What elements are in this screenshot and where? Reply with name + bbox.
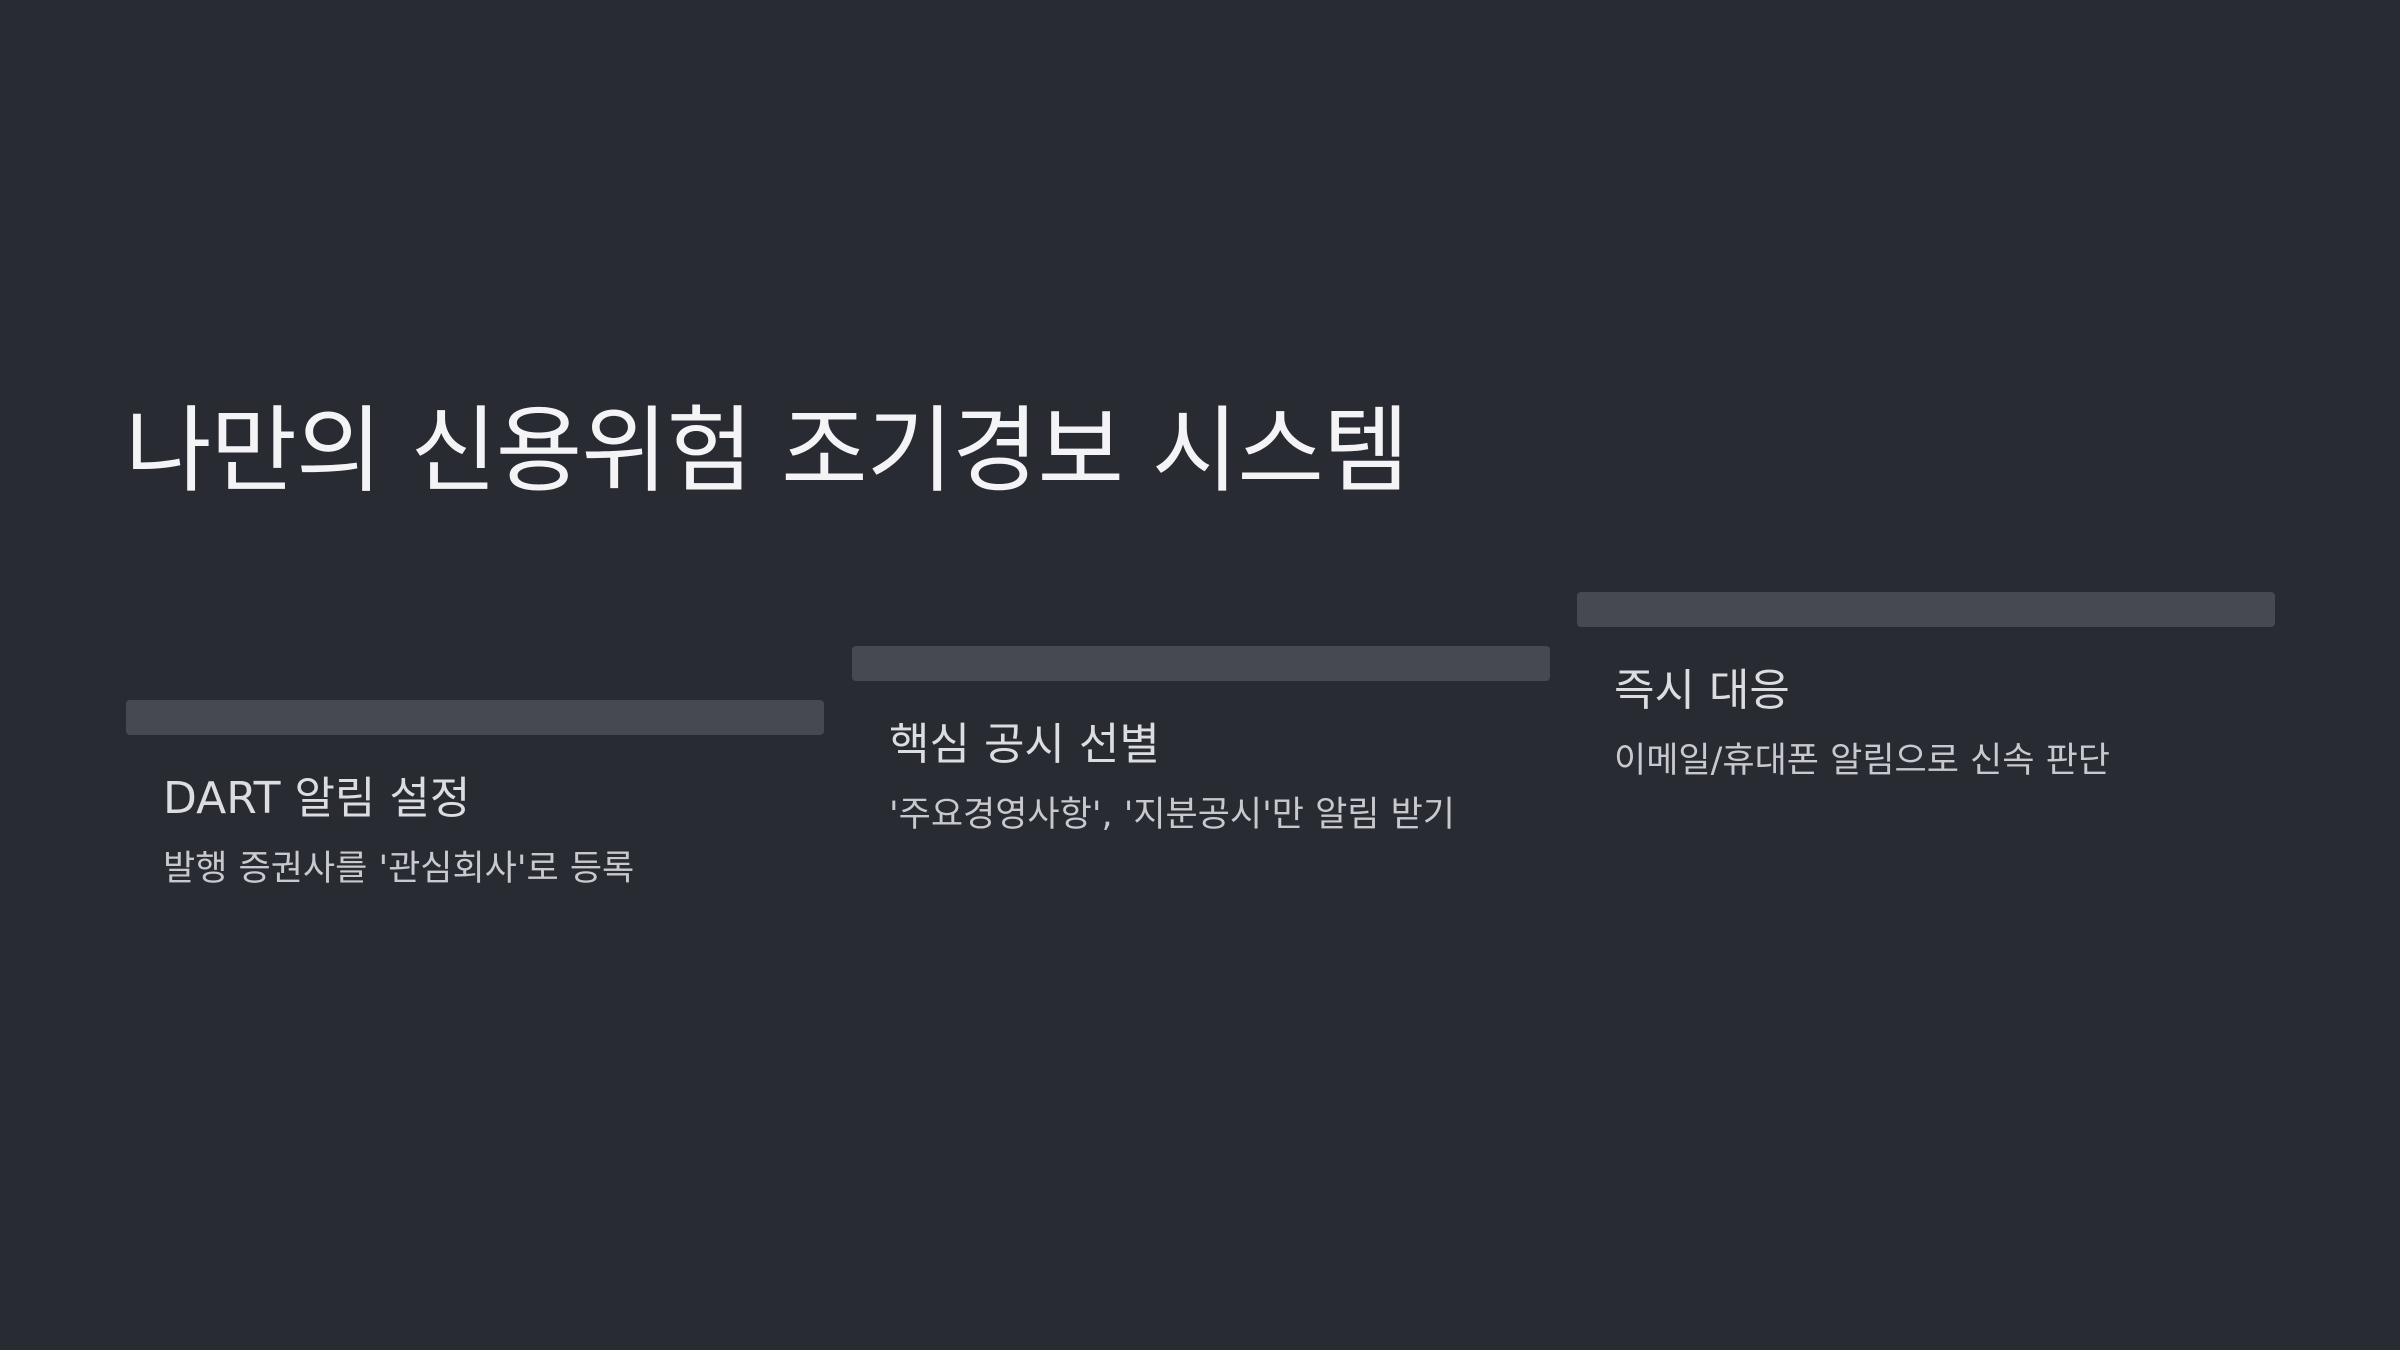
step-description: '주요경영사항', '지분공시'만 알림 받기 (889, 794, 1455, 835)
step-heading: 핵심 공시 선별 (889, 719, 1160, 770)
step-bar (852, 646, 1550, 681)
step-heading: DART 알림 설정 (163, 773, 471, 824)
slide-title: 나만의 신용위험 조기경보 시스템 (125, 397, 1409, 506)
step-description: 이메일/휴대폰 알림으로 신속 판단 (1614, 740, 2110, 781)
step-card-immediate-response: 즉시 대응 이메일/휴대폰 알림으로 신속 판단 (1577, 592, 2275, 782)
step-bar (126, 700, 824, 735)
step-bar (1577, 592, 2275, 627)
step-description: 발행 증권사를 '관심회사'로 등록 (163, 848, 635, 889)
step-heading: 즉시 대응 (1614, 665, 1790, 716)
step-card-key-disclosure: 핵심 공시 선별 '주요경영사항', '지분공시'만 알림 받기 (852, 646, 1550, 836)
step-card-dart-alert: DART 알림 설정 발행 증권사를 '관심회사'로 등록 (126, 700, 824, 890)
